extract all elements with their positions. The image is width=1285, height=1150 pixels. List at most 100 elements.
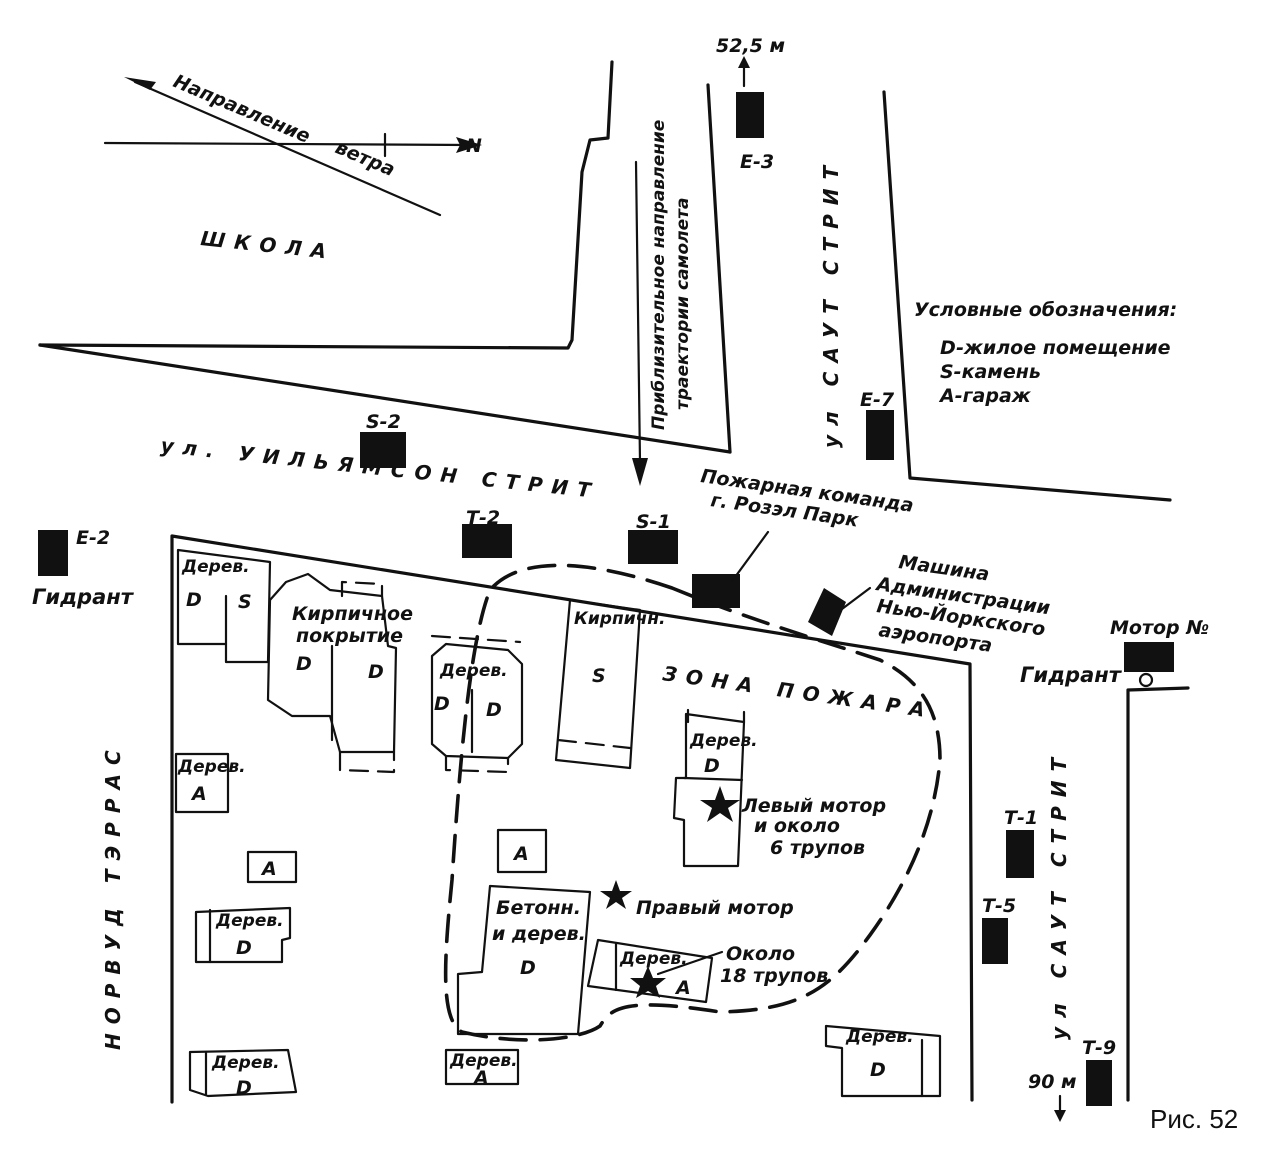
- fire-company-leader: [728, 530, 770, 586]
- building-2-type-1: Кирпичное: [292, 603, 413, 625]
- building-13-a: A: [472, 1067, 489, 1089]
- unit-t2-label: Т-2: [466, 507, 500, 529]
- building-2-d1: D: [296, 653, 312, 675]
- building-1-s: S: [238, 591, 252, 613]
- bodies-label-2: 18 трупов: [720, 965, 828, 987]
- unit-s1-marker: [628, 530, 678, 564]
- building-1: Дерев. D S: [176, 548, 272, 664]
- unit-t5-label: Т-5: [982, 895, 1016, 917]
- legend-item-s: S-камень: [940, 361, 1041, 383]
- building-14-d: D: [870, 1059, 886, 1081]
- markers: Левый мотор и около 6 трупов Правый мото…: [600, 786, 886, 998]
- unit-e3-distance: 52,5 м: [716, 35, 785, 57]
- building-7-a: A: [260, 858, 277, 880]
- building-14: Дерев. D: [824, 1024, 942, 1098]
- trajectory-line: [634, 160, 642, 464]
- legend-title: Условные обозначения:: [914, 299, 1177, 321]
- building-9-d: D: [236, 1077, 252, 1099]
- north-label: N: [466, 135, 482, 157]
- legend-item-a: A-гараж: [938, 385, 1032, 407]
- building-9: Дерев. D: [188, 1048, 298, 1099]
- unit-e7-label: Е-7: [860, 389, 895, 411]
- building-6: Дерев. A: [174, 752, 246, 814]
- unit-e2-marker: [38, 530, 68, 576]
- south-street-top-label: ул САУТ СТРИТ: [819, 157, 843, 448]
- building-5: Дерев. D: [672, 708, 758, 868]
- building-1-type: Дерев.: [181, 557, 250, 577]
- fire-zone-boundary: [443, 563, 942, 1042]
- unit-s2-label: S-2: [366, 411, 401, 433]
- building-2: Кирпичное покрытие D D: [266, 572, 413, 774]
- unit-s1-label: S-1: [636, 511, 671, 533]
- right-motor-star-icon: [600, 880, 632, 909]
- bodies-star-icon: [630, 966, 666, 998]
- building-12: Дерев. A: [586, 938, 714, 1004]
- building-4-s: S: [592, 665, 606, 687]
- building-5-type: Дерев.: [689, 731, 758, 751]
- building-9-type: Дерев.: [211, 1053, 280, 1073]
- building-11: Бетонн. и дерев. D: [456, 884, 592, 1036]
- building-8-type: Дерев.: [215, 911, 284, 931]
- airport-car-leader: [836, 586, 872, 614]
- williamson-street-north-edge: [38, 343, 732, 454]
- south-street-east-edge-lower: [1126, 686, 1190, 1102]
- unit-e7-marker: [866, 410, 894, 460]
- motor-marker: [1124, 642, 1174, 672]
- building-11-type-2: и дерев.: [492, 923, 586, 945]
- hydrant-icon: [1138, 672, 1154, 688]
- unit-t9-label: Т-9: [1082, 1037, 1116, 1059]
- building-11-d: D: [520, 957, 536, 979]
- building-12-type: Дерев.: [619, 949, 688, 969]
- building-6-a: A: [190, 783, 207, 805]
- hydrant-right-label: Гидрант: [1020, 663, 1123, 687]
- trajectory-label-2: траектории самолета: [673, 198, 693, 410]
- building-14-type: Дерев.: [845, 1027, 914, 1047]
- left-motor-star-icon: [700, 786, 740, 822]
- fire-units: Е-3 52,5 м Е-7 S-2 Т-2 S-1 Е-2 Гидрант М…: [32, 35, 1209, 1122]
- unit-t9-marker: [1086, 1060, 1112, 1106]
- north-axis-line: [103, 141, 472, 147]
- building-11-type-1: Бетонн.: [496, 897, 581, 919]
- hydrant-left-label: Гидрант: [32, 585, 135, 609]
- school-boundary: [38, 60, 614, 350]
- building-3-d2: D: [486, 699, 502, 721]
- left-motor-label-3: 6 трупов: [770, 837, 865, 859]
- wind-label-1: Направление: [170, 70, 313, 148]
- bodies-leader: [656, 950, 724, 976]
- building-3-d1: D: [434, 693, 450, 715]
- left-motor-label-2: и около: [754, 815, 840, 837]
- building-2-type-2: покрытие: [296, 625, 403, 647]
- south-street-bottom-label: ул САУТ СТРИТ: [1047, 749, 1071, 1040]
- unit-e3-arrow-icon: [738, 56, 750, 68]
- building-10-a: A: [512, 843, 529, 865]
- building-12-a: A: [674, 977, 691, 999]
- building-2-d2: D: [368, 661, 384, 683]
- trajectory-arrow-icon: [632, 458, 648, 486]
- school-label: ШКОЛА: [199, 226, 336, 264]
- building-3-type: Дерев.: [439, 661, 508, 681]
- norwood-terrace-label: НОРВУД ТЭРРАС: [101, 741, 125, 1050]
- wind-label-2: ветра: [332, 136, 398, 181]
- figure-caption: Рис. 52: [1150, 1104, 1238, 1134]
- unit-s2-marker: [360, 432, 406, 468]
- motor-label: Мотор №: [1110, 617, 1209, 639]
- building-13-type: Дерев.: [449, 1051, 518, 1071]
- unit-t5-marker: [982, 918, 1008, 964]
- building-8: Дерев. D: [194, 906, 292, 964]
- building-4: Кирпичн. S: [554, 598, 666, 770]
- fire-zone-label: ЗОНА ПОЖАРА: [660, 661, 935, 723]
- building-6-type: Дерев.: [177, 757, 246, 777]
- building-4-type: Кирпичн.: [574, 609, 666, 629]
- unit-t2-marker: [462, 524, 512, 558]
- bodies-label-1: Около: [726, 943, 795, 965]
- unit-t9-arrow-icon: [1054, 1110, 1066, 1122]
- trajectory-label-1: Приблизительное направление: [649, 120, 669, 430]
- unit-t9-distance: 90 м: [1028, 1071, 1077, 1093]
- unit-t1-label: Т-1: [1004, 807, 1038, 829]
- building-10: A: [496, 828, 548, 874]
- building-3: Дерев. D D: [430, 634, 524, 774]
- south-street-east-edge: [882, 90, 1172, 502]
- legend: Условные обозначения: D-жилое помещение …: [914, 299, 1177, 407]
- unit-e2-label: Е-2: [76, 527, 110, 549]
- building-13: Дерев. A: [444, 1048, 520, 1089]
